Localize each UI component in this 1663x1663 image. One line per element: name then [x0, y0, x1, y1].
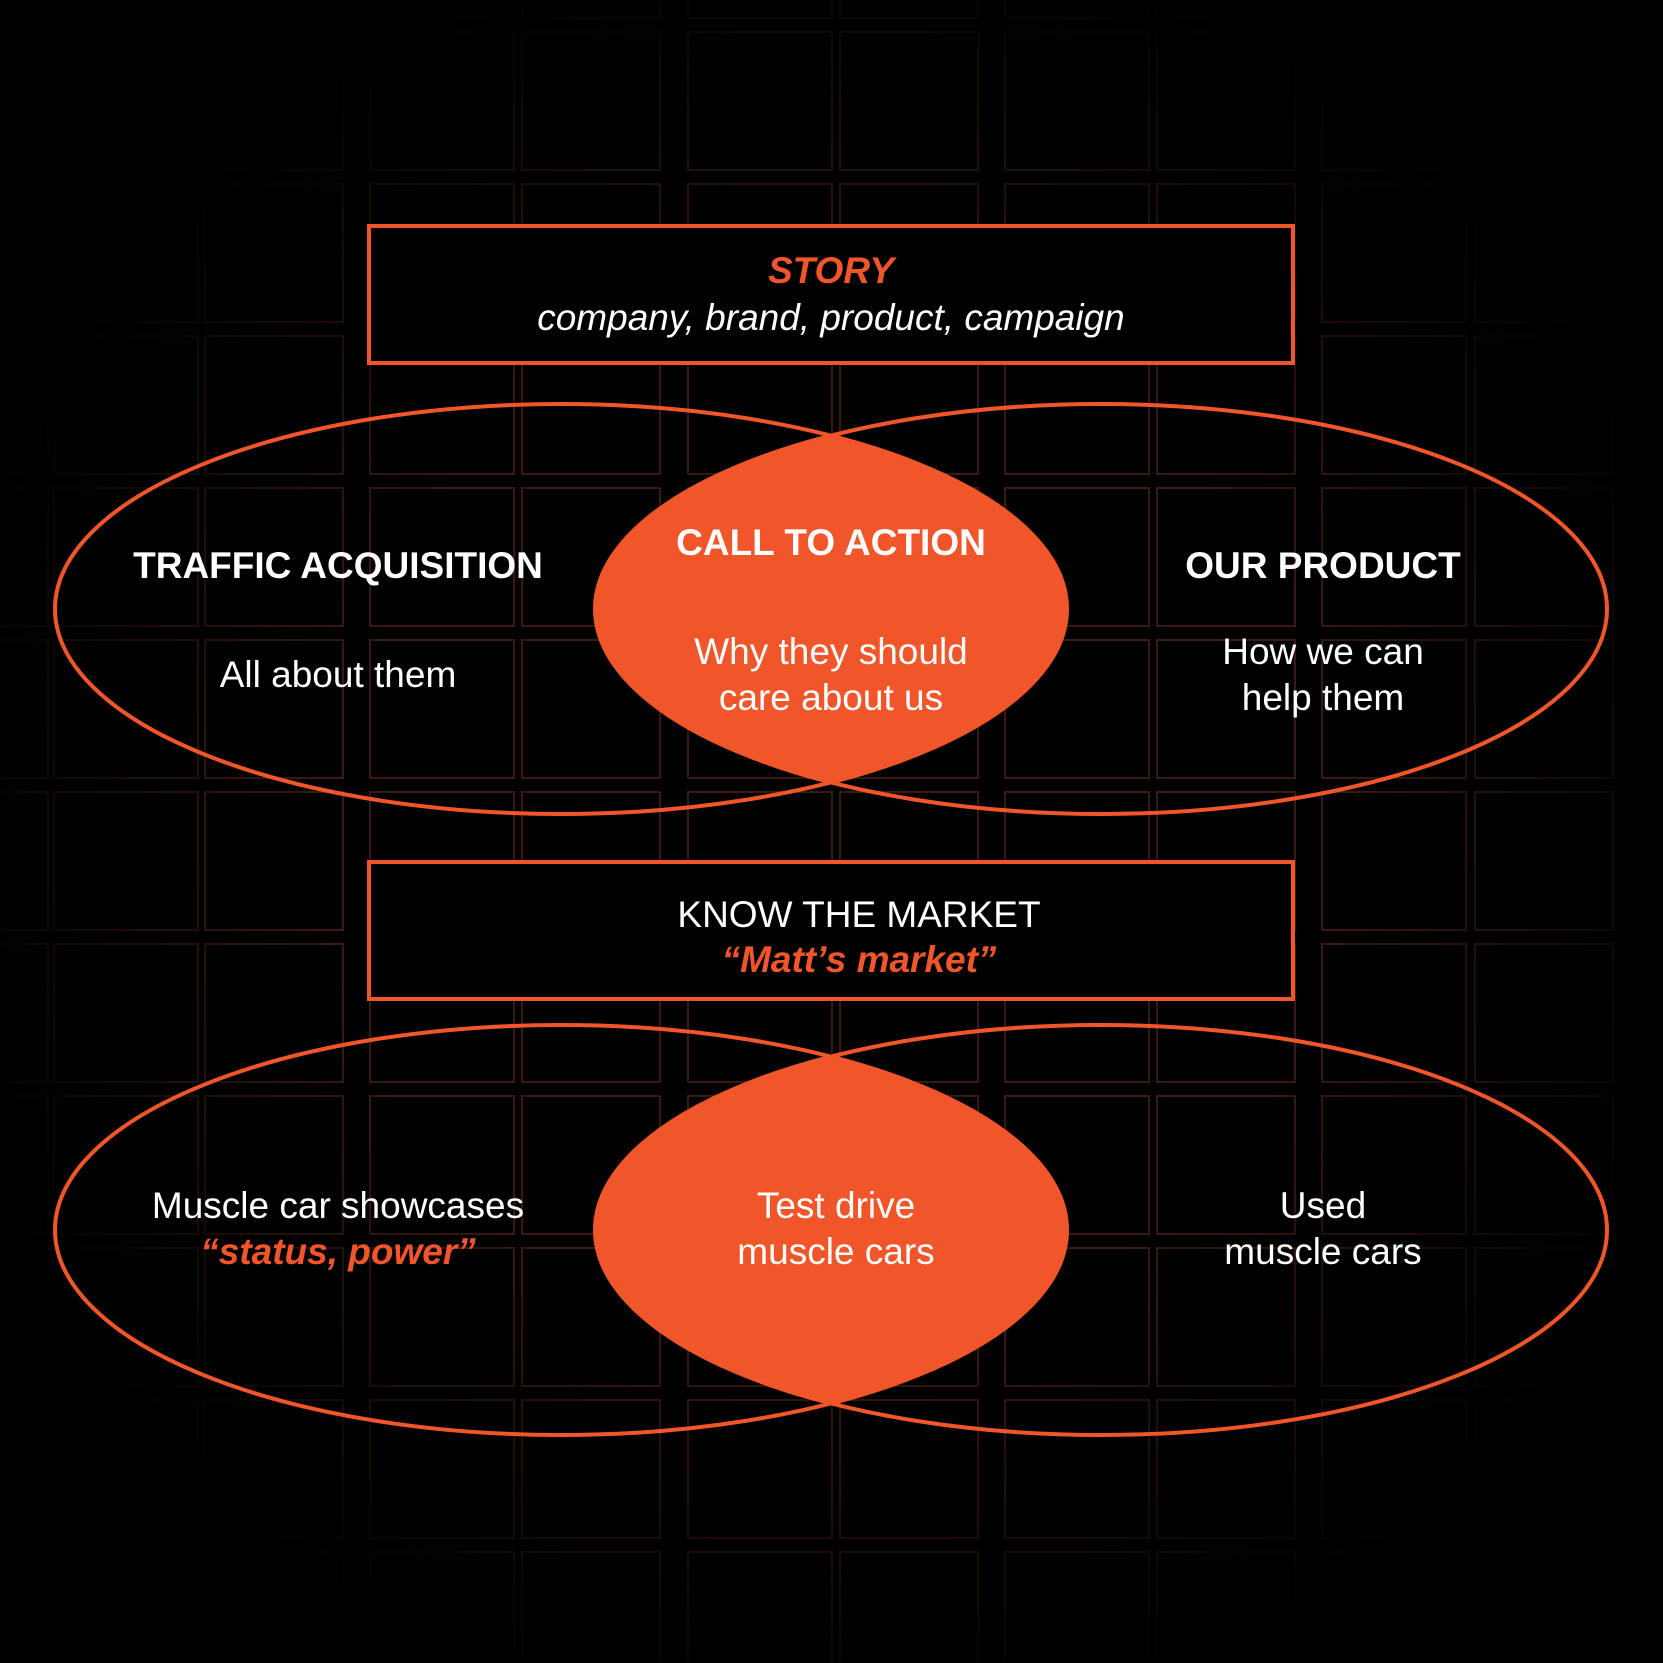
venn-bottom: Muscle car showcases “status, power” Tes…	[53, 1023, 1609, 1437]
test-drive-line1: Test drive	[757, 1185, 915, 1226]
story-box: STORY company, brand, product, campaign	[367, 224, 1295, 365]
story-subtitle: company, brand, product, campaign	[537, 297, 1125, 338]
our-product-line1: How we can	[1222, 631, 1424, 672]
story-title: STORY	[768, 250, 897, 291]
used-cars-line2: muscle cars	[1224, 1231, 1421, 1272]
venn-top: TRAFFIC ACQUISITION All about them CALL …	[53, 402, 1609, 816]
venn-top-intersection	[595, 404, 1067, 814]
our-product-line2: help them	[1242, 677, 1405, 718]
our-product-title: OUR PRODUCT	[1185, 545, 1461, 586]
test-drive-line2: muscle cars	[737, 1231, 934, 1272]
call-to-action-title: CALL TO ACTION	[676, 522, 986, 563]
market-box-frame	[367, 860, 1295, 1001]
story-box-frame	[367, 224, 1295, 365]
traffic-acquisition-title: TRAFFIC ACQUISITION	[133, 545, 543, 586]
market-subtitle: “Matt’s market”	[722, 939, 997, 980]
used-cars-line1: Used	[1280, 1185, 1366, 1226]
showcases-line1: Muscle car showcases	[152, 1185, 524, 1226]
call-to-action-line2: care about us	[719, 677, 943, 718]
market-title: KNOW THE MARKET	[677, 894, 1040, 935]
traffic-acquisition-text: All about them	[220, 654, 457, 695]
market-box: KNOW THE MARKET “Matt’s market”	[367, 860, 1295, 1001]
call-to-action-line1: Why they should	[694, 631, 968, 672]
showcases-line2: “status, power”	[200, 1231, 476, 1272]
venn-bottom-intersection	[595, 1025, 1067, 1435]
